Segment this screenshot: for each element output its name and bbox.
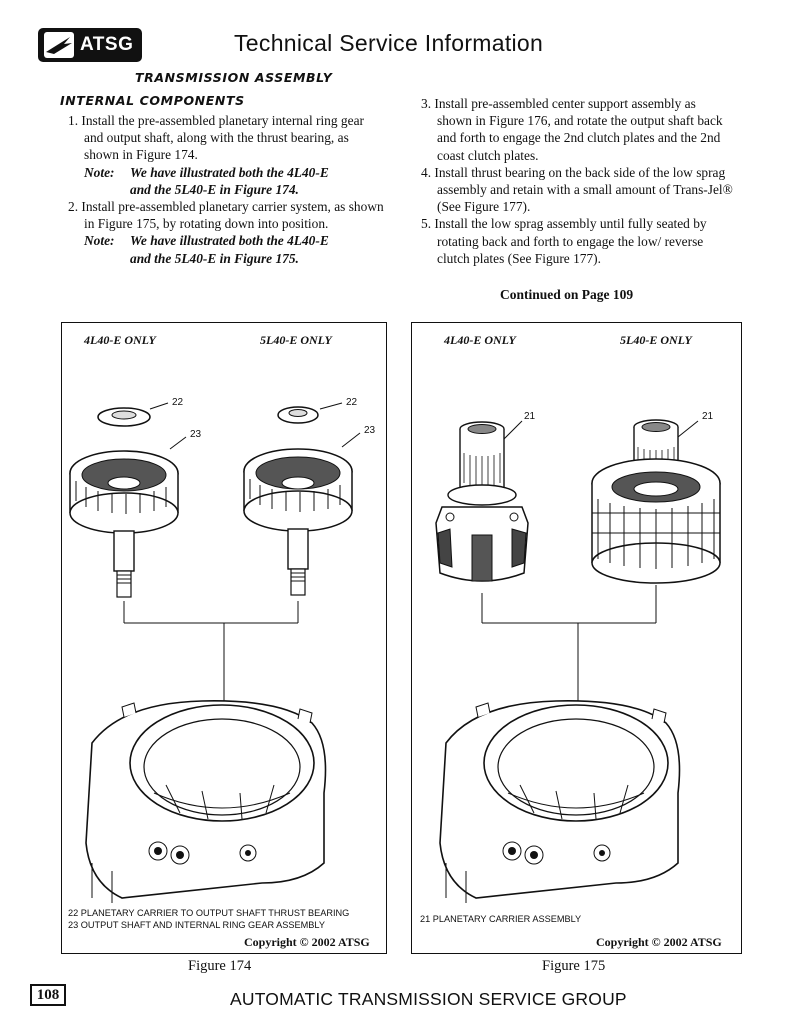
fig174-callout-22-left: 22 [172, 397, 184, 408]
note-1-label: Note: [84, 164, 115, 180]
fig174-label-5l40e: 5L40-E ONLY [260, 333, 332, 347]
fig175-label-5l40e: 5L40-E ONLY [620, 333, 692, 347]
continued-note: Continued on Page 109 [500, 287, 634, 302]
note-1-line1: We have illustrated both the 4L40-E [130, 164, 329, 180]
atsg-bird-icon [44, 32, 74, 58]
fig175-caption-line1: 21 PLANETARY CARRIER ASSEMBLY [420, 914, 582, 924]
figure-175-title: Figure 175 [542, 958, 606, 974]
figure-174-title: Figure 174 [188, 958, 252, 974]
step-1: 1. Install the pre-assembled planetary i… [68, 113, 364, 163]
note-1-line2: and the 5L40-E in Figure 174. [130, 181, 299, 197]
page-title: Technical Service Information [234, 30, 544, 56]
fig175-label-4l40e: 4L40-E ONLY [444, 333, 516, 347]
logo-text: ATSG [80, 34, 134, 55]
fig174-copyright: Copyright © 2002 ATSG [244, 935, 370, 949]
note-2-line1: We have illustrated both the 4L40-E [130, 233, 329, 249]
fig174-caption-line1: 22 PLANETARY CARRIER TO OUTPUT SHAFT THR… [68, 908, 350, 918]
fig175-copyright: Copyright © 2002 ATSG [596, 935, 722, 949]
fig175-callout-21-left: 21 [524, 411, 536, 422]
figure-175-box: 4L40-E ONLY 5L40-E ONLY [411, 322, 742, 954]
right-column: 3. Install pre-assembled center support … [421, 95, 733, 267]
left-column: 1. Install the pre-assembled planetary i… [68, 112, 386, 267]
figure-175-illustration [435, 419, 721, 903]
fig174-label-4l40e: 4L40-E ONLY [84, 333, 156, 347]
fig174-callout-22-right: 22 [346, 397, 358, 408]
atsg-logo: ATSG [38, 28, 142, 62]
note-2-label: Note: [84, 233, 115, 249]
fig174-callout-23-left: 23 [190, 429, 202, 440]
step-2: 2. Install pre-assembled planetary carri… [68, 199, 384, 232]
note-2-line2: and the 5L40-E in Figure 175. [130, 250, 299, 266]
section-title: TRANSMISSION ASSEMBLY [135, 70, 333, 85]
note-2: Note: We have illustrated both the 4L40-E [68, 232, 386, 249]
figure-174-illustration [69, 402, 361, 903]
step-5: 5. Install the low sprag assembly until … [421, 216, 707, 266]
note-1: Note: We have illustrated both the 4L40-E [68, 164, 386, 181]
step-4: 4. Install thrust bearing on the back si… [421, 164, 733, 215]
section-subtitle: INTERNAL COMPONENTS [60, 93, 245, 108]
fig174-callout-23-right: 23 [364, 425, 376, 436]
figure-174-box: 4L40-E ONLY 5L40-E ONLY [61, 322, 387, 954]
fig175-callout-21-right: 21 [702, 411, 714, 422]
fig174-caption-line2: 23 OUTPUT SHAFT AND INTERNAL RING GEAR A… [68, 920, 325, 930]
page-number: 108 [30, 984, 66, 1006]
footer-org: AUTOMATIC TRANSMISSION SERVICE GROUP [230, 989, 627, 1009]
step-3: 3. Install pre-assembled center support … [421, 96, 723, 163]
